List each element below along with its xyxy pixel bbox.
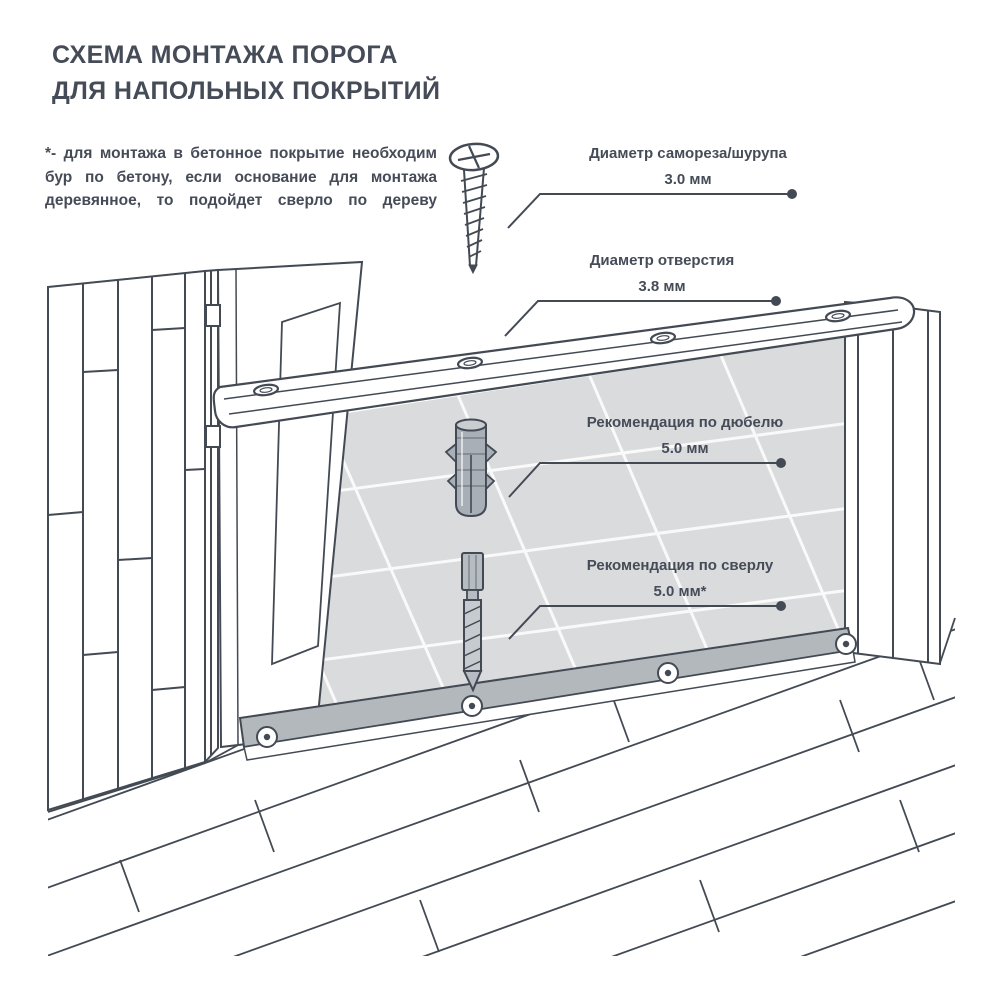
callout-lines	[504, 193, 792, 640]
leader-hole-diameter	[504, 300, 776, 337]
title-line-2: ДЛЯ НАПОЛЬНЫХ ПОКРЫТИЙ	[52, 76, 441, 105]
callout-dot	[776, 601, 786, 611]
callout-value: 5.0 мм*	[653, 583, 707, 600]
door-hinge-icon	[205, 425, 221, 448]
page-title: СХЕМА МОНТАЖА ПОРОГА ДЛЯ НАПОЛЬНЫХ ПОКРЫ…	[52, 38, 440, 109]
threshold-strip	[212, 296, 916, 429]
leader-drill	[508, 605, 781, 640]
callout-label: Диаметр отверстия	[589, 252, 735, 269]
callout-hole-diameter: Диаметр отверстия 3.8 мм	[517, 252, 807, 295]
callout-dowel-recommendation: Рекомендация по дюбелю 5.0 мм	[540, 414, 830, 457]
callout-dot	[771, 296, 781, 306]
leader-dowel	[508, 462, 781, 498]
callout-value: 5.0 мм	[661, 440, 709, 457]
right-door-jamb	[844, 300, 941, 666]
callout-drill-recommendation: Рекомендация по сверлу 5.0 мм*	[535, 557, 825, 600]
door-inner-panel	[271, 301, 341, 666]
callout-label: Диаметр самореза/шурупа	[589, 145, 787, 162]
base-profile	[238, 626, 857, 761]
callout-screw-diameter: Диаметр самореза/шурупа 3.0 мм	[543, 145, 833, 188]
callout-label: Рекомендация по сверлу	[586, 557, 774, 574]
callout-dots	[771, 189, 797, 611]
screw-illustration	[448, 142, 500, 275]
callout-value: 3.0 мм	[664, 171, 712, 188]
drill-bit-illustration	[461, 552, 484, 693]
callout-label: Рекомендация по дюбелю	[586, 414, 784, 431]
door-hinge-icon	[205, 304, 221, 327]
callout-dot	[776, 458, 786, 468]
left-wall	[47, 269, 206, 812]
threshold-holes	[252, 309, 852, 397]
leader-screw-diameter	[507, 193, 792, 229]
callout-dot	[787, 189, 797, 199]
dowel-illustration	[444, 418, 498, 518]
floor-planks	[47, 617, 956, 956]
callout-value: 3.8 мм	[638, 278, 686, 295]
title-line-1: СХЕМА МОНТАЖА ПОРОГА	[52, 41, 398, 69]
footnote-text: *- для монтажа в бетонное покрытие необх…	[45, 145, 437, 210]
